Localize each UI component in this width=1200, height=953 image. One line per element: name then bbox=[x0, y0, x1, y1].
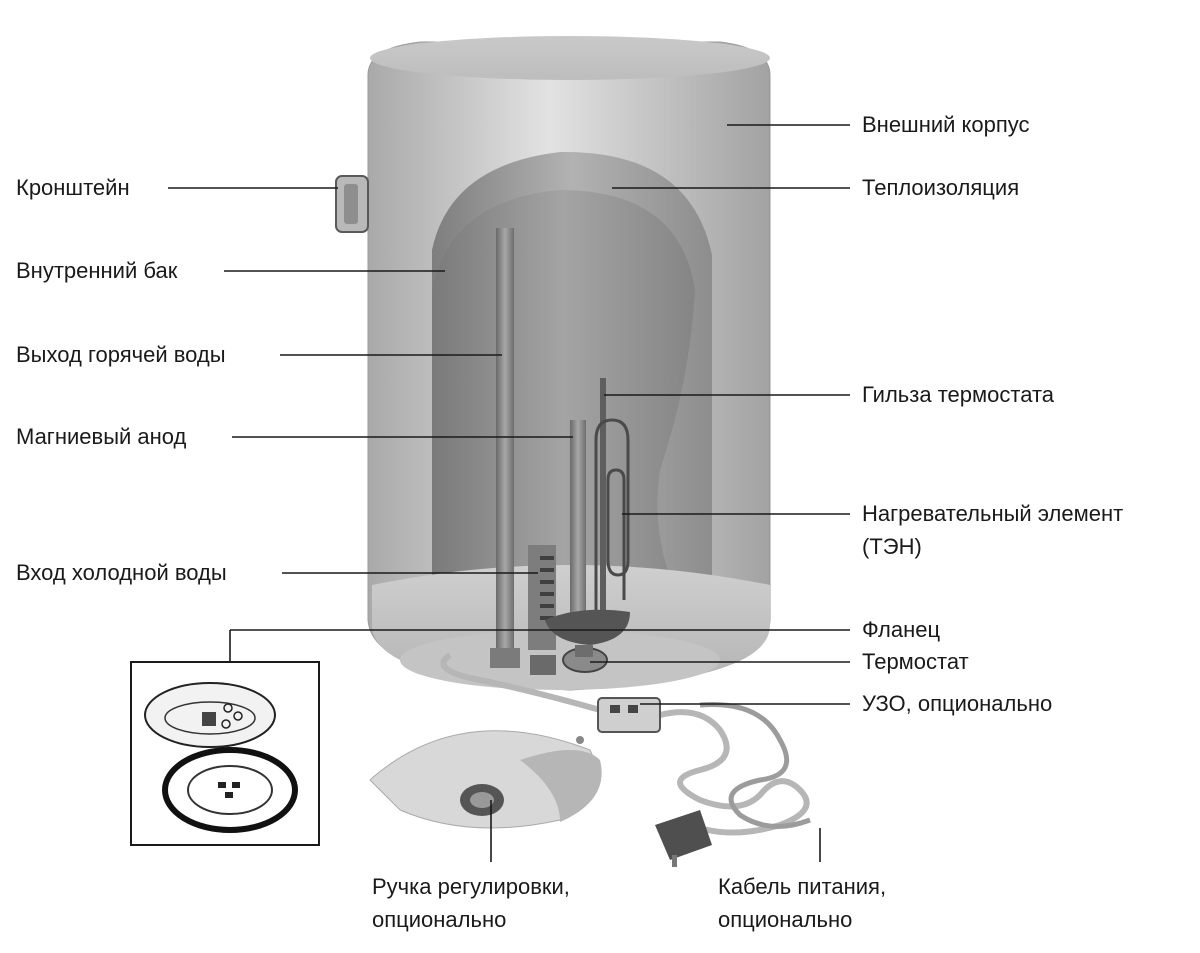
label-cold-water-inlet: Вход холодной воды bbox=[16, 560, 227, 585]
thermostat-sleeve bbox=[600, 378, 606, 628]
label-control-knob: Ручка регулировки, bbox=[372, 874, 570, 899]
control-cover bbox=[369, 730, 602, 829]
label-thermostat-sleeve: Гильза термостата bbox=[862, 382, 1055, 407]
leader-lines bbox=[168, 124, 850, 862]
label-inner-tank: Внутренний бак bbox=[16, 258, 178, 283]
heating-element bbox=[594, 418, 630, 630]
label-power-cable: Кабель питания, bbox=[718, 874, 887, 899]
label-bracket: Кронштейн bbox=[16, 175, 130, 200]
label-control-knob-optional: опционально bbox=[372, 907, 507, 932]
hot-water-pipe bbox=[496, 228, 514, 658]
label-outer-casing: Внешний корпус bbox=[862, 112, 1030, 137]
label-magnesium-anode: Магниевый анод bbox=[16, 424, 187, 449]
label-rcd: УЗО, опционально bbox=[862, 691, 1053, 716]
cold-water-inlet bbox=[528, 545, 556, 675]
rcd-box bbox=[597, 697, 661, 733]
label-insulation: Теплоизоляция bbox=[862, 175, 1020, 200]
label-power-cable-optional: опционально bbox=[718, 907, 853, 932]
label-heating-element-abbr: (ТЭН) bbox=[862, 534, 922, 559]
power-cable bbox=[440, 652, 810, 836]
label-thermostat: Термостат bbox=[862, 649, 969, 674]
label-flange: Фланец bbox=[862, 617, 941, 642]
flange-inset bbox=[130, 661, 320, 846]
label-hot-water-outlet: Выход горячей воды bbox=[16, 342, 226, 367]
power-plug bbox=[655, 810, 712, 867]
magnesium-anode bbox=[570, 420, 586, 635]
thermostat bbox=[562, 645, 608, 673]
flange bbox=[545, 609, 630, 645]
bracket bbox=[335, 175, 369, 233]
inner-tank bbox=[432, 190, 695, 620]
label-heating-element: Нагревательный элемент bbox=[862, 501, 1124, 526]
